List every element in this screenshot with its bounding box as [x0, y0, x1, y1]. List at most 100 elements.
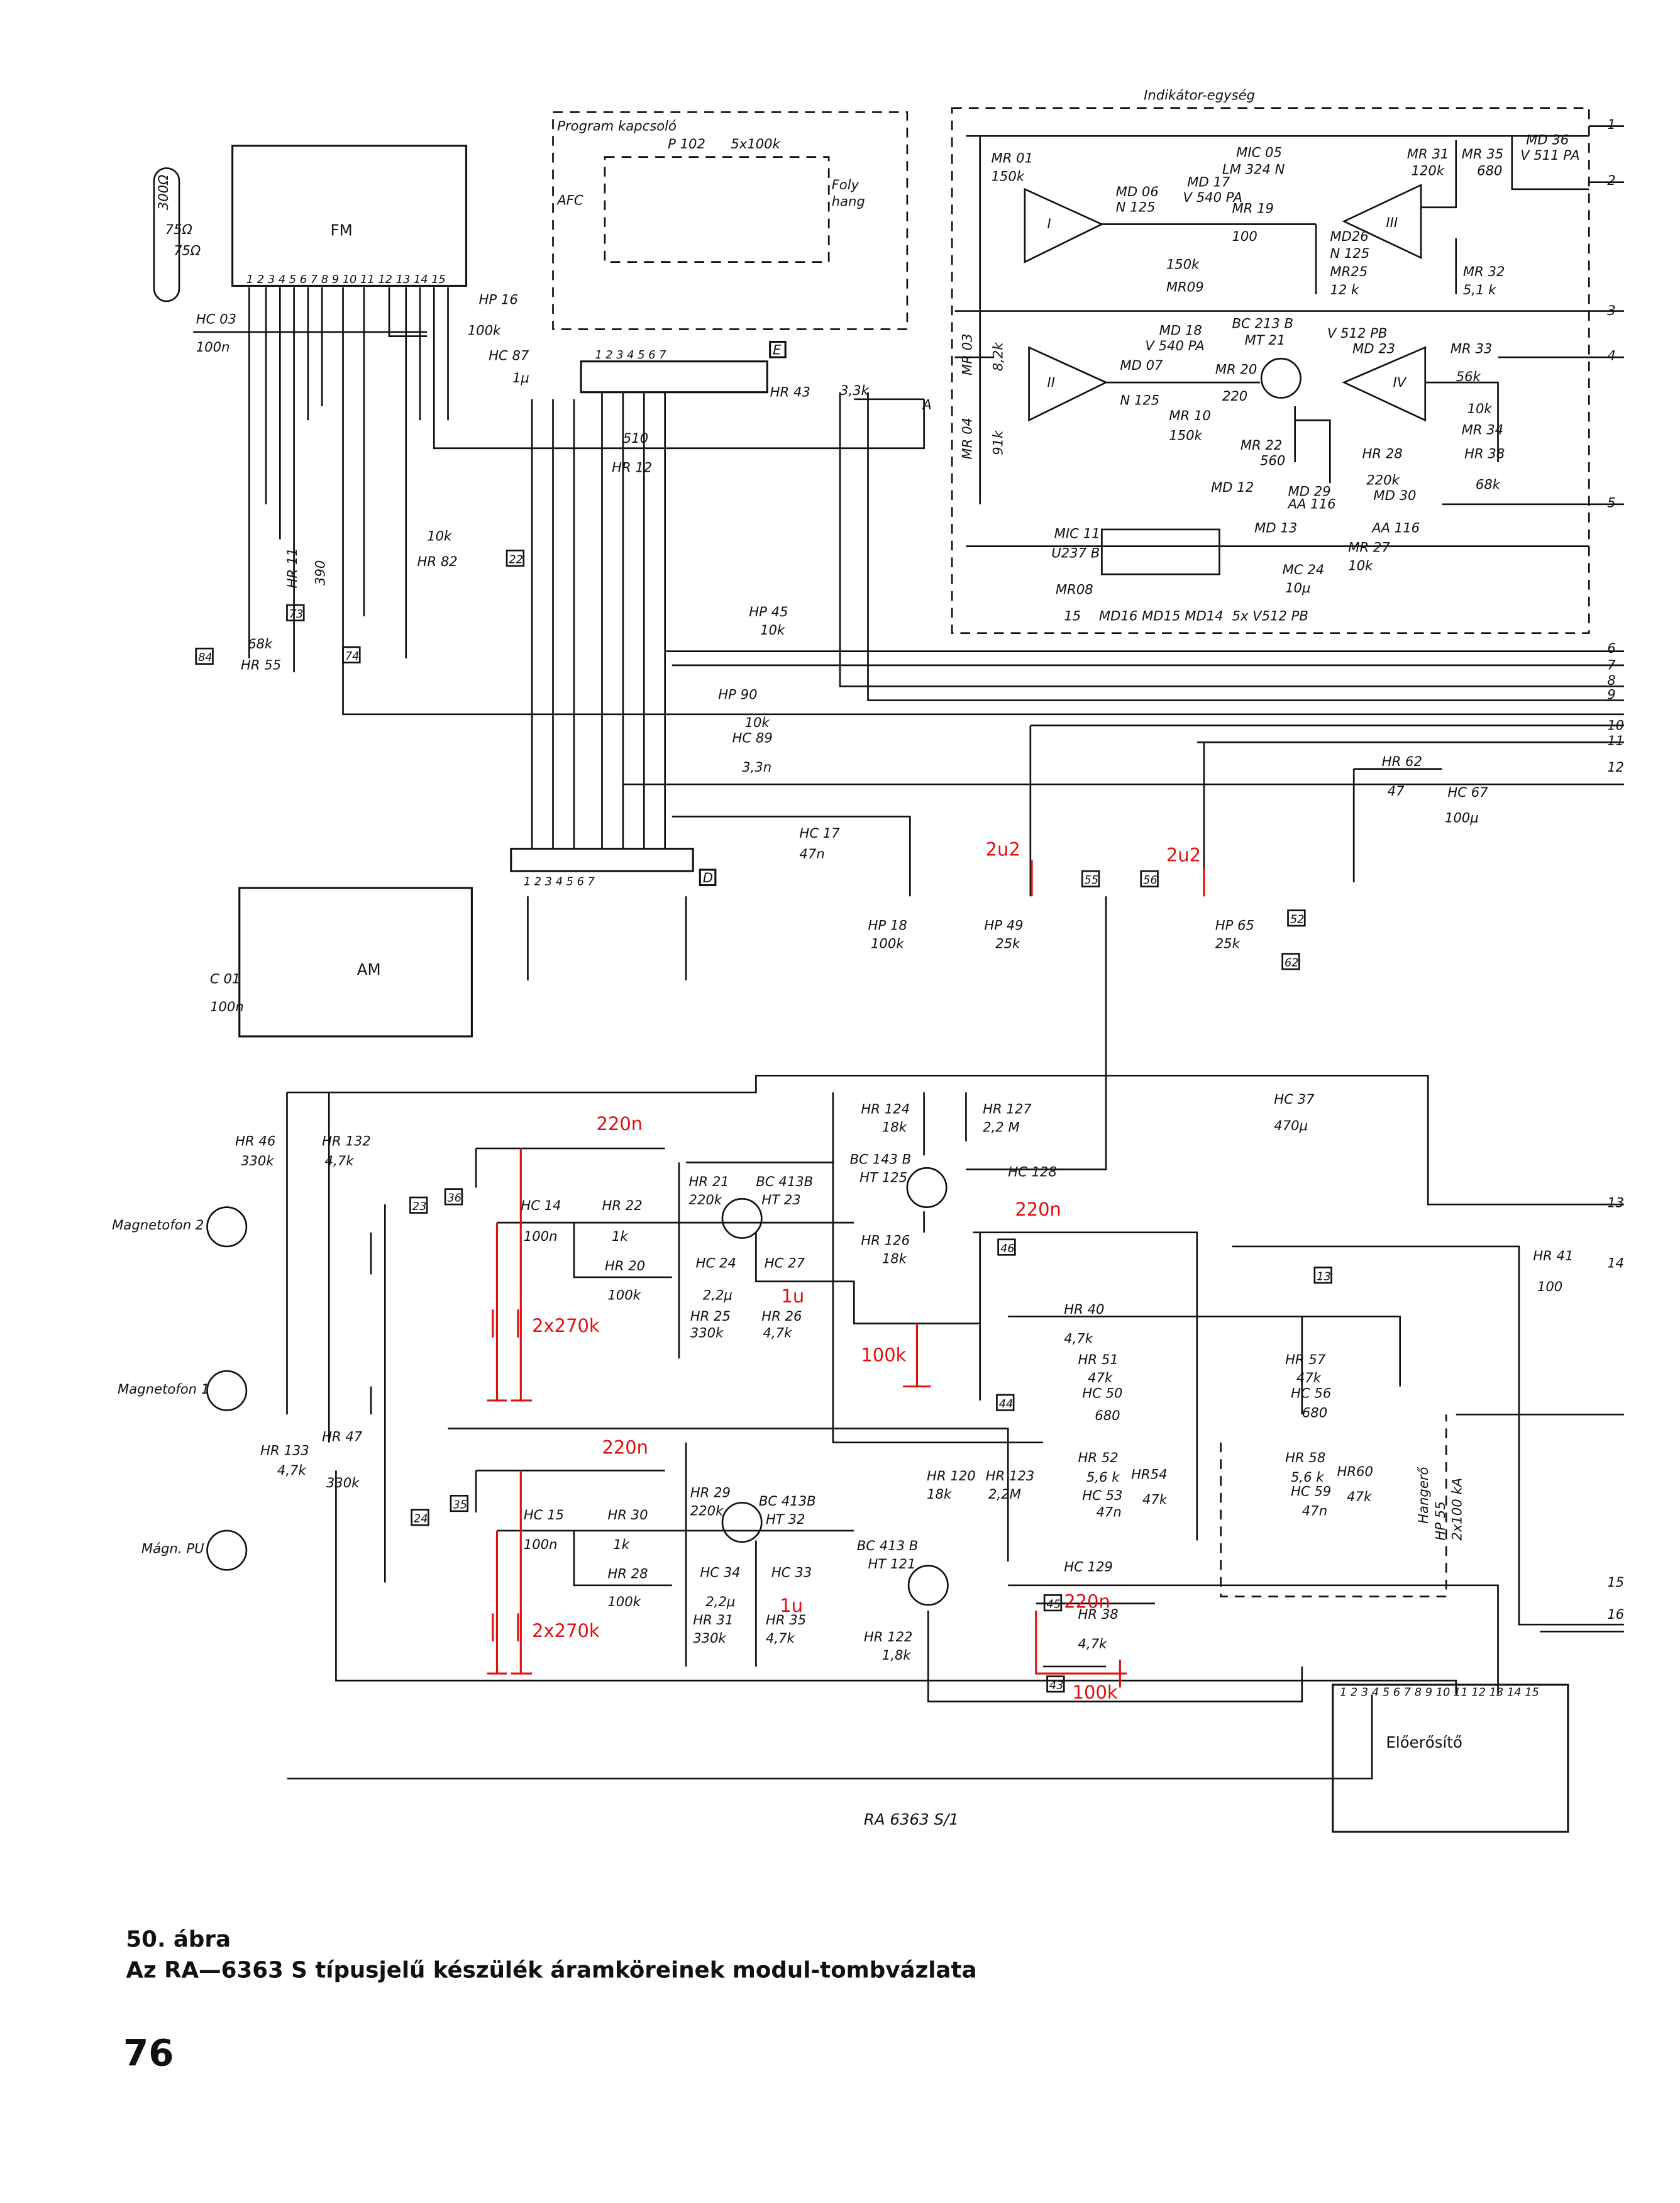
component-label: HC 59	[1291, 1483, 1331, 1499]
component-label: 220k	[1366, 472, 1400, 488]
component-label: U237 B	[1051, 545, 1100, 560]
component-label: BC 143 B	[850, 1151, 912, 1167]
component-label: 1k	[613, 1536, 629, 1552]
component-label: 220k	[689, 1192, 722, 1207]
component-label: HC 24	[696, 1255, 736, 1270]
component-label: 75Ω	[165, 221, 192, 237]
component-label: HR 25	[690, 1308, 731, 1324]
component-label: HP 65	[1215, 918, 1254, 933]
magnetofon-2-jack	[206, 1206, 248, 1248]
component-label: HR 57	[1285, 1351, 1326, 1367]
component-label: 10k	[760, 622, 785, 638]
component-label: MR25	[1330, 264, 1368, 279]
component-label: MT 21	[1245, 332, 1286, 348]
component-label: 2,2M	[988, 1486, 1021, 1502]
opamp-3	[1342, 184, 1422, 260]
red-annotation: 100k	[1073, 1682, 1118, 1703]
red-annotation: 100k	[861, 1345, 906, 1366]
component-label: 100n	[524, 1536, 558, 1552]
component-label: 47k	[1088, 1370, 1113, 1385]
opamp-1	[1024, 187, 1104, 264]
terminal-tag-box	[1081, 870, 1100, 888]
component-label: HR60	[1337, 1463, 1373, 1479]
component-label: 75Ω	[174, 242, 201, 258]
component-label: HR 38	[1464, 445, 1505, 461]
component-label: MD 13	[1254, 519, 1297, 535]
edge-terminal-number: 11	[1607, 733, 1624, 748]
component-label: HR 52	[1078, 1450, 1119, 1465]
connector-e-label: E	[773, 342, 782, 358]
component-label: BC 413B	[759, 1493, 816, 1509]
figure-number: 50. ábra	[126, 1926, 231, 1952]
component-label: N 125	[1330, 245, 1369, 261]
connector-d	[510, 848, 694, 872]
component-label: HR 12	[612, 460, 652, 475]
component-label: HR54	[1131, 1467, 1168, 1482]
component-label: Mágn. PU	[141, 1541, 204, 1557]
component-label: 25k	[1215, 936, 1241, 952]
component-label: HR 29	[690, 1485, 731, 1501]
component-label: 100n	[524, 1228, 558, 1244]
component-label: Foly	[832, 177, 859, 192]
component-label: HR 58	[1285, 1450, 1325, 1465]
terminal-tag-box	[1313, 1267, 1332, 1284]
component-label: 68k	[248, 636, 273, 652]
opamp-2	[1028, 346, 1108, 422]
component-label: HR 132	[322, 1133, 371, 1149]
terminal-tag-box	[286, 604, 305, 621]
am-module-label: AM	[357, 960, 381, 979]
component-label: HC 03	[196, 311, 236, 327]
component-label: 4,7k	[1064, 1331, 1093, 1346]
component-label: hang	[832, 194, 865, 209]
terminal-tag-box	[997, 1238, 1016, 1256]
rotated-label: 390	[312, 560, 328, 585]
antenna-300-ohm	[153, 167, 180, 302]
edge-terminal-number: 16	[1607, 1606, 1624, 1622]
component-label: 100k	[607, 1287, 641, 1303]
component-label: HR 26	[761, 1308, 802, 1324]
opamp-4	[1342, 346, 1427, 422]
component-label: 68k	[1476, 476, 1501, 492]
component-label: A	[921, 396, 931, 412]
component-label: AA 116	[1287, 496, 1336, 512]
edge-terminal-number: 10	[1607, 717, 1624, 733]
component-label: MR 22	[1241, 437, 1283, 453]
red-annotation: 1u	[781, 1285, 804, 1307]
red-annotation: 220n	[1064, 1590, 1110, 1612]
terminal-tag-box	[1046, 1675, 1065, 1693]
component-label: HC 34	[700, 1564, 740, 1580]
component-label: HR 28	[1362, 445, 1403, 461]
component-label: HC 128	[1008, 1164, 1057, 1180]
terminal-tag-label: 24	[414, 1512, 428, 1526]
component-label: 2,2 M	[983, 1119, 1020, 1135]
program-switch-box	[552, 111, 909, 330]
component-label: 150k	[991, 168, 1024, 184]
red-annotation: 220n	[597, 1113, 643, 1135]
red-annotation: 220n	[1015, 1199, 1061, 1220]
component-label: BC 413B	[756, 1174, 813, 1189]
edge-terminal-number: 3	[1607, 302, 1615, 318]
component-label: HP 49	[984, 918, 1023, 933]
component-label: 2,2μ	[703, 1287, 732, 1303]
component-label: 100k	[607, 1594, 641, 1609]
terminal-tag-box	[444, 1188, 463, 1206]
terminal-tag-label: 56	[1143, 874, 1158, 887]
component-label: MR 19	[1232, 201, 1274, 216]
component-label: 18k	[882, 1251, 907, 1267]
connector-e	[580, 360, 768, 394]
component-label: LM 324 N	[1222, 161, 1285, 177]
component-label: Magnetofon 1	[118, 1381, 209, 1397]
component-label: 15	[1064, 608, 1081, 624]
connector-e-pins: 1 2 3 4 5 6 7	[595, 348, 666, 362]
edge-terminal-number: 7	[1607, 657, 1616, 673]
am-module	[238, 887, 473, 1038]
component-label: N 125	[1116, 199, 1156, 214]
terminal-tag-label: 74	[345, 650, 360, 663]
component-label: I	[1047, 216, 1051, 231]
rotated-label: 300Ω	[155, 175, 171, 211]
component-label: 5,6 k	[1086, 1469, 1120, 1485]
component-label: HR 40	[1064, 1301, 1104, 1317]
component-label: 120k	[1411, 163, 1444, 179]
page-number: 76	[123, 2032, 174, 2075]
component-label: MD 30	[1373, 487, 1416, 503]
